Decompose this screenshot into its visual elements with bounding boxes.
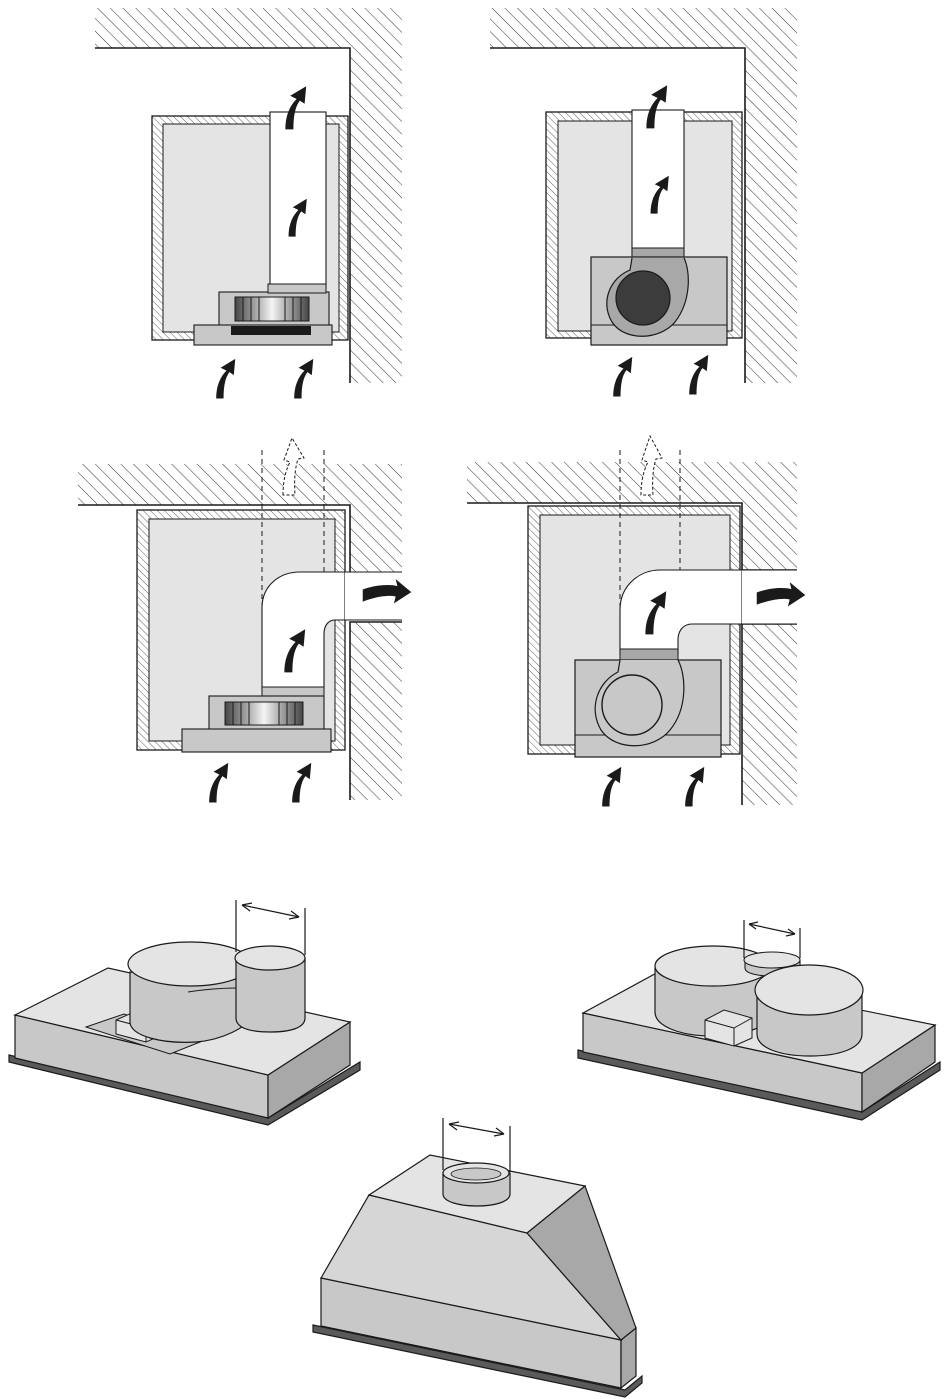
blower-drum-top [755, 965, 863, 1015]
panel-1-flat-fan-vertical-exhaust [95, 8, 402, 399]
blower-drum-top [128, 942, 252, 986]
wall-lower-hatch [350, 622, 402, 800]
airflow-arrow-icon [613, 357, 632, 397]
airflow-arrow-icon [216, 359, 235, 399]
airflow-arrow-icon [685, 767, 704, 807]
airflow-arrow-icon [602, 767, 621, 807]
outlet-cylinder-top [235, 946, 305, 970]
hood-base [182, 729, 331, 752]
panel-3-flat-fan-horizontal-exhaust [78, 438, 411, 803]
blower-collar [620, 649, 678, 661]
unit-3-canopy-insert [313, 1118, 642, 1397]
unit-1-single-blower-insert [9, 900, 360, 1125]
airflow-arrow-icon [209, 763, 228, 803]
exhaust-duct [270, 112, 326, 288]
fan-collar [268, 284, 326, 293]
blower-motor-icon [616, 271, 670, 325]
hood-filter-slot [231, 326, 311, 335]
outlet-cylinder-top [744, 952, 800, 968]
airflow-arrow-icon [689, 355, 708, 395]
airflow-arrow-icon [292, 763, 311, 803]
wall-lower-hatch [742, 624, 797, 805]
unit-2-twin-blower-insert [578, 920, 940, 1120]
airflow-arrow-icon [294, 359, 313, 399]
blower-motor-icon [602, 675, 662, 735]
fan-rotor-icon [225, 702, 303, 725]
panel-4-round-blower-horizontal-exhaust [467, 436, 805, 807]
panel-2-round-blower-vertical-exhaust [490, 8, 797, 397]
fan-rotor-icon [235, 297, 309, 321]
